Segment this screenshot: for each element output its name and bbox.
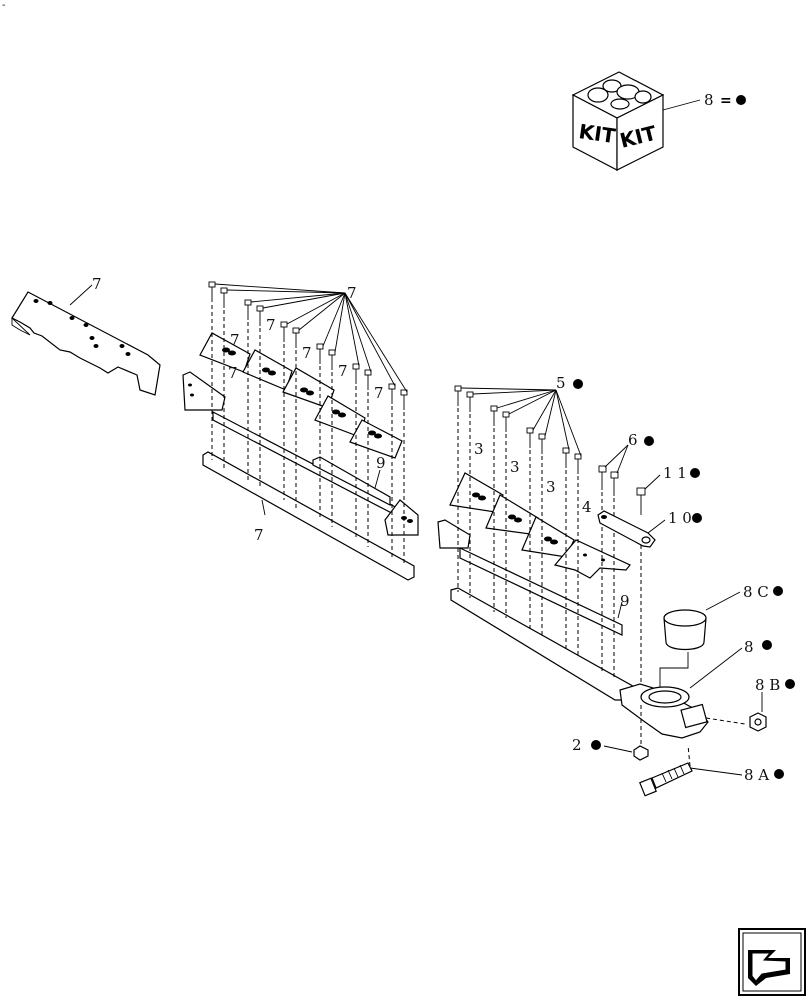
- callout-3-second: 3: [510, 458, 520, 476]
- callout-2: 2: [572, 736, 582, 754]
- filled-circle-icon: [773, 586, 783, 596]
- filled-circle-icon: [690, 468, 700, 478]
- knife-head-assembly: [619, 609, 767, 797]
- kit-box-icon: KIT KIT: [571, 71, 665, 171]
- legend-number: 8: [704, 91, 714, 109]
- callout-9-middle: 9: [376, 454, 386, 472]
- callout-7-section-4: 7: [338, 362, 348, 380]
- callout-7-bolts: 7: [347, 284, 357, 302]
- filled-circle-icon: [762, 640, 772, 650]
- callout-3-third: 3: [546, 478, 556, 496]
- legend-equals: =: [720, 93, 732, 109]
- callout-8a: 8 A: [744, 766, 769, 784]
- filled-circle-icon: [573, 379, 583, 389]
- callout-10: 1 0: [668, 509, 692, 527]
- callout-6: 6: [628, 431, 638, 449]
- callout-8b: 8 B: [755, 676, 780, 694]
- filled-circle-icon: [774, 769, 784, 779]
- callout-7-section-1: 7: [230, 331, 240, 349]
- left-knife-section: [11, 291, 161, 396]
- callout-7-section-5: 7: [374, 384, 384, 402]
- next-page-arrow-icon[interactable]: [738, 928, 806, 996]
- callout-11: 1 1: [663, 464, 687, 482]
- callout-9-right: 9: [620, 592, 630, 610]
- callout-5: 5: [556, 374, 566, 392]
- filled-circle-icon: [644, 436, 654, 446]
- callout-7-bar: 7: [254, 526, 264, 544]
- callout-3-first: 3: [474, 440, 484, 458]
- right-knife-section: [437, 385, 656, 701]
- callout-7-section-3: 7: [302, 344, 312, 362]
- filled-circle-icon: [736, 95, 746, 105]
- callout-7-section-2: 7: [266, 316, 276, 334]
- kit-label-left: KIT: [577, 119, 617, 148]
- filled-circle-icon: [692, 513, 702, 523]
- callout-7-left: 7: [92, 275, 102, 293]
- filled-circle-icon: [591, 740, 601, 750]
- callout-8c: 8 C: [743, 583, 769, 601]
- callout-7-small-section: 7: [228, 364, 238, 382]
- filled-circle-icon: [785, 679, 795, 689]
- callout-4: 4: [582, 498, 592, 516]
- callout-8: 8: [744, 638, 754, 656]
- middle-knife-section: [182, 281, 419, 581]
- corner-mark: -: [2, 0, 5, 11]
